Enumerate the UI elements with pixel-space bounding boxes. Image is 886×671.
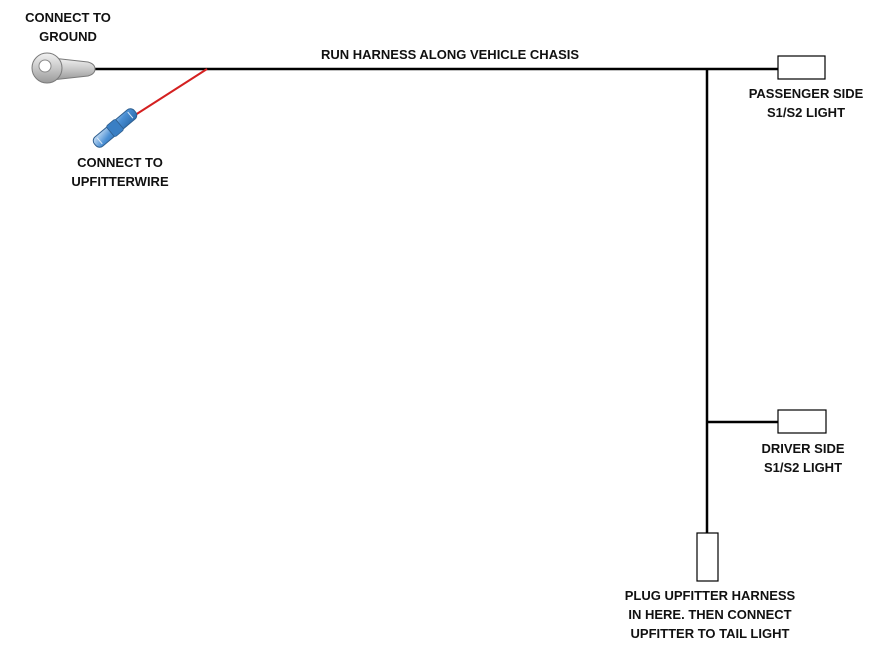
- ring-terminal-icon: [31, 52, 96, 84]
- driver-side-label: DRIVER SIDE S1/S2 LIGHT: [761, 441, 845, 475]
- ground-label: CONNECT TO GROUND: [25, 10, 111, 44]
- passenger-connector-icon: [777, 55, 826, 80]
- upfitter-wire-label: CONNECT TO UPFITTERWIRE: [71, 155, 169, 189]
- passenger-side-label: PASSENGER SIDE S1/S2 LIGHT: [748, 86, 864, 120]
- power-wire: [131, 68, 208, 118]
- driver-connector-icon: [777, 409, 827, 434]
- upfitter-plug-connector-icon: [696, 532, 719, 582]
- butt-splice-connector-icon: [92, 108, 138, 148]
- plug-instruction-label: PLUG UPFITTER HARNESS IN HERE. THEN CONN…: [624, 588, 796, 641]
- harness-route-label: RUN HARNESS ALONG VEHICLE CHASIS: [320, 47, 580, 62]
